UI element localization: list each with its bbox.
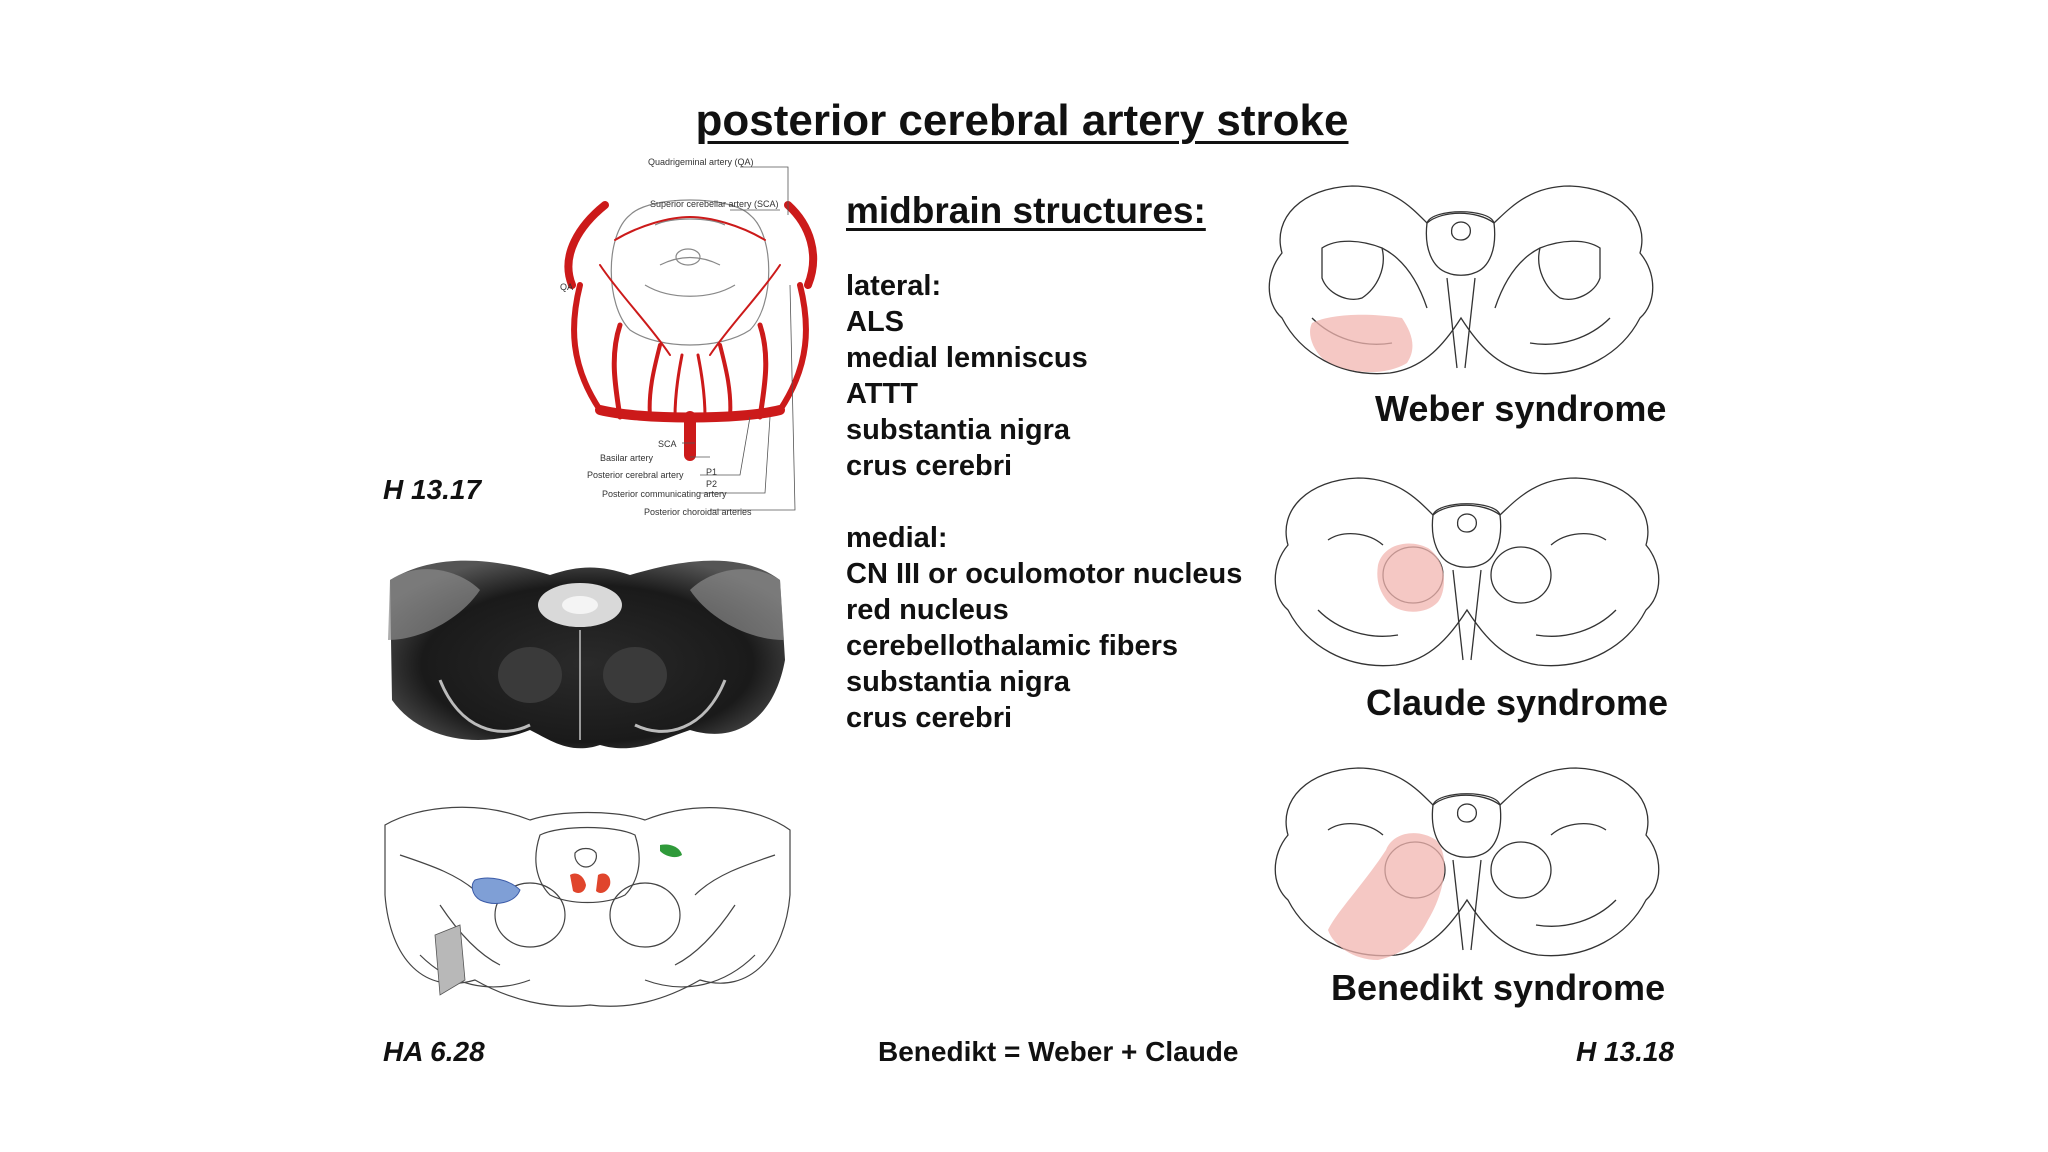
lateral-structures-list: lateral: ALS medial lemniscus ATTT subst… — [846, 268, 1088, 484]
slide-title: posterior cerebral artery stroke — [695, 96, 1349, 145]
claude-syndrome-label: Claude syndrome — [1366, 682, 1669, 723]
benedikt-equation: Benedikt = Weber + Claude — [878, 1036, 1239, 1067]
arterial-supply-diagram: Quadrigeminal artery (QA) Superior cereb… — [560, 157, 818, 517]
structures-heading: midbrain structures: — [846, 190, 1206, 231]
list-item: substantia nigra — [846, 414, 1070, 446]
label-superior-cerebellar-artery: Superior cerebellar artery (SCA) — [650, 199, 779, 209]
stained-midbrain-section — [388, 560, 785, 749]
claude-syndrome-diagram — [1274, 477, 1660, 667]
list-item: red nucleus — [846, 594, 1009, 626]
label-sca: SCA — [658, 439, 677, 449]
weber-syndrome-diagram — [1268, 185, 1654, 375]
medial-structures-list: medial: CN III or oculomotor nucleus red… — [846, 520, 1242, 736]
label-p2: P2 — [706, 479, 717, 489]
list-item: cerebellothalamic fibers — [846, 630, 1179, 662]
label-posterior-communicating-artery: Posterior communicating artery — [602, 489, 727, 499]
label-qa-side: QA — [560, 282, 573, 292]
label-p1: P1 — [706, 467, 717, 477]
medial-label: medial: — [846, 522, 948, 554]
list-item: crus cerebri — [846, 702, 1013, 734]
benedikt-syndrome-diagram — [1274, 767, 1660, 960]
list-item: CN III or oculomotor nucleus — [846, 558, 1243, 590]
ref-label-top-left: H 13.17 — [383, 474, 482, 505]
weber-syndrome-label: Weber syndrome — [1375, 388, 1667, 429]
colored-midbrain-outline — [384, 806, 791, 1007]
lateral-label: lateral: — [846, 270, 942, 302]
label-posterior-cerebral-artery: Posterior cerebral artery — [587, 470, 684, 480]
list-item: ATTT — [846, 378, 918, 410]
list-item: ALS — [846, 306, 904, 338]
label-basilar-artery: Basilar artery — [600, 453, 654, 463]
list-item: medial lemniscus — [846, 342, 1088, 374]
label-posterior-choroidal-arteries: Posterior choroidal arteries — [644, 507, 752, 517]
ref-label-bottom-right: H 13.18 — [1576, 1036, 1675, 1067]
label-quadrigeminal-artery: Quadrigeminal artery (QA) — [648, 157, 754, 167]
list-item: substantia nigra — [846, 666, 1070, 698]
ref-label-bottom-left: HA 6.28 — [383, 1036, 485, 1067]
benedikt-syndrome-label: Benedikt syndrome — [1331, 967, 1666, 1008]
list-item: crus cerebri — [846, 450, 1013, 482]
